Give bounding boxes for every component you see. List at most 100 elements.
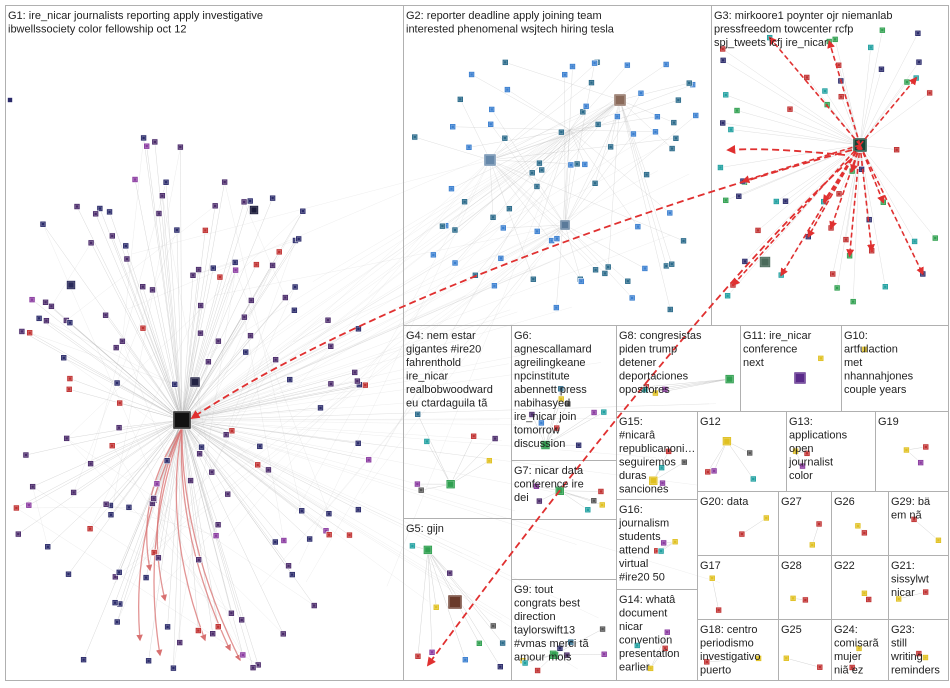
node-g7-5[interactable] bbox=[590, 497, 598, 504]
node-g20-0[interactable] bbox=[763, 514, 770, 522]
node-g2-3[interactable] bbox=[692, 112, 700, 119]
node-g2-52[interactable] bbox=[573, 160, 581, 168]
node-g5-1[interactable] bbox=[432, 603, 440, 611]
node-g1-145[interactable] bbox=[254, 461, 261, 469]
node-g7-3[interactable] bbox=[533, 482, 540, 490]
node-g1-86[interactable] bbox=[249, 664, 257, 671]
node-g2-21[interactable] bbox=[634, 223, 642, 230]
node-g1-96[interactable] bbox=[66, 319, 74, 326]
node-g1-79[interactable] bbox=[241, 313, 248, 321]
node-g1-1[interactable] bbox=[112, 344, 120, 351]
node-g2-9[interactable] bbox=[468, 71, 475, 78]
node-g1-95[interactable] bbox=[195, 627, 202, 634]
node-g25-1[interactable] bbox=[816, 663, 824, 671]
node-g8-3[interactable] bbox=[661, 386, 669, 393]
node-g22-1[interactable] bbox=[865, 596, 872, 603]
hub-g2-photo-1[interactable] bbox=[483, 153, 497, 167]
node-g2-72[interactable] bbox=[411, 133, 419, 141]
node-g1-35[interactable] bbox=[13, 504, 20, 512]
node-g2-12[interactable] bbox=[624, 277, 632, 285]
node-g3-54[interactable] bbox=[735, 192, 743, 200]
node-g5-10[interactable] bbox=[476, 640, 483, 647]
node-g1-80[interactable] bbox=[275, 248, 283, 256]
node-g1-43[interactable] bbox=[215, 337, 222, 345]
node-g2-29[interactable] bbox=[662, 61, 670, 68]
node-g24-0[interactable] bbox=[855, 645, 863, 652]
node-g3-46[interactable] bbox=[865, 216, 873, 223]
node-g20-1[interactable] bbox=[738, 530, 746, 538]
node-g1-124[interactable] bbox=[208, 468, 216, 476]
node-g1-119[interactable] bbox=[232, 266, 239, 274]
node-g3-1[interactable] bbox=[926, 89, 933, 97]
node-g3-37[interactable] bbox=[754, 227, 762, 234]
node-g2-65[interactable] bbox=[581, 161, 589, 168]
node-g1-large-2[interactable] bbox=[66, 280, 76, 290]
node-g1-18[interactable] bbox=[142, 574, 150, 581]
node-g1-120[interactable] bbox=[115, 569, 123, 576]
node-g5-4[interactable] bbox=[409, 542, 416, 550]
node-g9-5[interactable] bbox=[599, 625, 606, 633]
node-g1-140[interactable] bbox=[139, 324, 147, 332]
node-g3-28[interactable] bbox=[849, 298, 857, 305]
node-g28-0[interactable] bbox=[789, 595, 797, 602]
node-g6-4[interactable] bbox=[600, 408, 608, 416]
node-g1-outlier[interactable] bbox=[7, 97, 13, 103]
node-g3-11[interactable] bbox=[717, 164, 724, 171]
node-g1-85[interactable] bbox=[86, 525, 94, 532]
node-g5-8[interactable] bbox=[497, 663, 504, 670]
node-g1-13[interactable] bbox=[176, 639, 184, 646]
hub-g2-photo-3[interactable] bbox=[559, 219, 571, 231]
node-g14-0[interactable] bbox=[647, 665, 654, 672]
node-g1-109[interactable] bbox=[310, 602, 318, 609]
node-g2-2[interactable] bbox=[501, 59, 509, 66]
node-g1-41[interactable] bbox=[73, 203, 81, 210]
node-g3-48[interactable] bbox=[831, 36, 839, 43]
node-g15-1[interactable] bbox=[665, 448, 672, 455]
node-g1-5[interactable] bbox=[228, 427, 236, 435]
node-g1-148[interactable] bbox=[282, 294, 289, 301]
node-g1-84[interactable] bbox=[291, 283, 299, 291]
node-g1-64[interactable] bbox=[205, 358, 212, 366]
node-g2-34[interactable] bbox=[670, 119, 678, 126]
node-g2-15[interactable] bbox=[591, 59, 598, 67]
node-g2-46[interactable] bbox=[461, 198, 468, 206]
node-g14-3[interactable] bbox=[633, 642, 641, 649]
node-g3-44[interactable] bbox=[903, 78, 911, 86]
node-g23-1[interactable] bbox=[915, 650, 923, 657]
node-g1-22[interactable] bbox=[247, 332, 254, 339]
node-g26-0[interactable] bbox=[854, 522, 862, 530]
node-g1-137[interactable] bbox=[214, 521, 222, 529]
node-g2-36[interactable] bbox=[530, 275, 537, 283]
node-g1-38[interactable] bbox=[112, 573, 119, 581]
node-g26-1[interactable] bbox=[861, 529, 868, 537]
node-g17-0[interactable] bbox=[708, 574, 716, 582]
node-g3-35[interactable] bbox=[867, 44, 875, 51]
node-g13-1[interactable] bbox=[803, 450, 811, 457]
node-g3-41[interactable] bbox=[829, 270, 837, 278]
node-g2-22[interactable] bbox=[685, 79, 693, 87]
node-g5-9[interactable] bbox=[462, 656, 469, 664]
node-g1-66[interactable] bbox=[125, 504, 133, 511]
node-g5-0[interactable] bbox=[423, 545, 433, 555]
node-g1-108[interactable] bbox=[325, 510, 333, 517]
node-g9-4[interactable] bbox=[521, 659, 529, 667]
node-g4-7[interactable] bbox=[414, 410, 422, 418]
node-g1-68[interactable] bbox=[155, 210, 163, 217]
node-g1-93[interactable] bbox=[288, 571, 296, 578]
node-g3-31[interactable] bbox=[724, 292, 731, 300]
node-g2-68[interactable] bbox=[680, 237, 687, 245]
node-g4-4[interactable] bbox=[423, 438, 431, 445]
node-g1-134[interactable] bbox=[149, 286, 156, 294]
node-g1-65[interactable] bbox=[26, 329, 33, 337]
node-g1-106[interactable] bbox=[18, 328, 26, 335]
node-g4-0[interactable] bbox=[445, 479, 456, 489]
node-g1-126[interactable] bbox=[231, 259, 239, 266]
node-g2-30[interactable] bbox=[607, 143, 614, 151]
node-g1-17[interactable] bbox=[15, 530, 22, 538]
node-g2-61[interactable] bbox=[465, 144, 473, 151]
node-g1-141[interactable] bbox=[355, 506, 362, 513]
node-g6-1[interactable] bbox=[557, 395, 565, 403]
node-g1-46[interactable] bbox=[196, 450, 203, 458]
node-g2-27[interactable] bbox=[628, 294, 636, 302]
node-g23-0[interactable] bbox=[922, 654, 929, 661]
